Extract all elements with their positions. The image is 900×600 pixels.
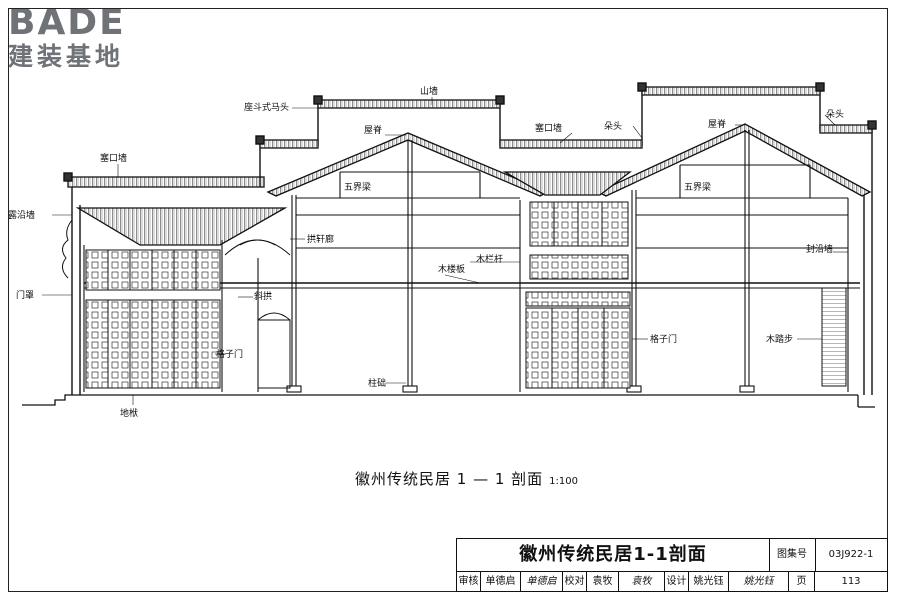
logo-subtitle: 建装基地 (8, 42, 125, 71)
label-wujieliang-left: 五界梁 (344, 181, 371, 193)
figure-caption: 徽州传统民居 1 — 1 剖面 1:100 (355, 468, 578, 489)
checker-name: 袁牧 (587, 571, 619, 592)
label-wuji-right: 屋脊 (708, 118, 726, 130)
walls (62, 82, 877, 395)
arched-corridor (224, 239, 291, 389)
design-label: 设计 (665, 571, 689, 592)
label-gezimen-right: 格子门 (650, 333, 677, 345)
title-block: 徽州传统民居1-1剖面 图集号 03J922-1 审核 单德启 单德启 校对 袁… (456, 538, 888, 592)
designer-name: 姚光钰 (689, 571, 729, 592)
label-saikou-left: 塞口墙 (100, 152, 127, 164)
drawing-frame (8, 8, 888, 592)
label-duotou-right: 朵头 (826, 109, 844, 120)
logo: BADE 建装基地 (8, 4, 168, 78)
title-block-title: 徽州传统民居1-1剖面 (457, 539, 770, 572)
annotations: 山墙 座斗式马头 屋脊 塞口墙 朵头 屋脊 朵头 塞口墙 五界梁 五界梁 露沿墙… (8, 85, 844, 419)
reviewer-name: 单德启 (481, 571, 521, 592)
label-wujieliang-right: 五界梁 (684, 181, 711, 193)
page-label: 页 (789, 571, 815, 592)
roofs (75, 123, 872, 246)
atlas-label: 图集号 (769, 539, 816, 572)
label-wuji-left: 屋脊 (364, 124, 382, 136)
label-xiegong: 斜拱 (254, 290, 272, 302)
label-duotou-mid: 朵头 (604, 121, 622, 132)
caption-scale: 1:100 (549, 476, 578, 487)
checker-signature: 袁牧 (619, 571, 665, 592)
designer-signature: 姚光钰 (729, 571, 789, 592)
lattice-doors-left (85, 249, 221, 389)
caption-title: 徽州传统民居 1 — 1 剖面 (355, 470, 544, 488)
lattice-doors-middle (525, 201, 631, 389)
label-mutabu: 木踏步 (766, 333, 793, 345)
leader-lines (42, 97, 848, 405)
label-shanqiang: 山墙 (420, 85, 438, 97)
label-zhuchu: 柱础 (368, 377, 386, 389)
page-number: 113 (841, 576, 861, 587)
logo-brand: BADE (8, 2, 126, 43)
label-luyanqiang: 露沿墙 (8, 209, 35, 221)
label-menzhao: 门罩 (16, 289, 34, 301)
label-gezimen-left: 格子门 (216, 348, 243, 360)
check-label: 校对 (563, 571, 587, 592)
review-label: 审核 (457, 571, 481, 592)
atlas-number: 03J922-1 (815, 539, 887, 572)
label-mulouban: 木楼板 (438, 263, 465, 275)
reviewer-signature: 单德启 (521, 571, 563, 592)
label-mulanggan: 木栏杆 (476, 253, 503, 265)
ground-line (22, 394, 875, 408)
label-zuodou: 座斗式马头 (244, 101, 289, 113)
label-difu: 地栿 (120, 407, 138, 419)
label-fengyanqiang: 封沿墙 (806, 243, 833, 255)
label-saikou-mid: 塞口墙 (535, 122, 562, 134)
label-gongxuanlang: 拱轩廊 (307, 233, 334, 245)
wooden-stairs (821, 287, 847, 387)
